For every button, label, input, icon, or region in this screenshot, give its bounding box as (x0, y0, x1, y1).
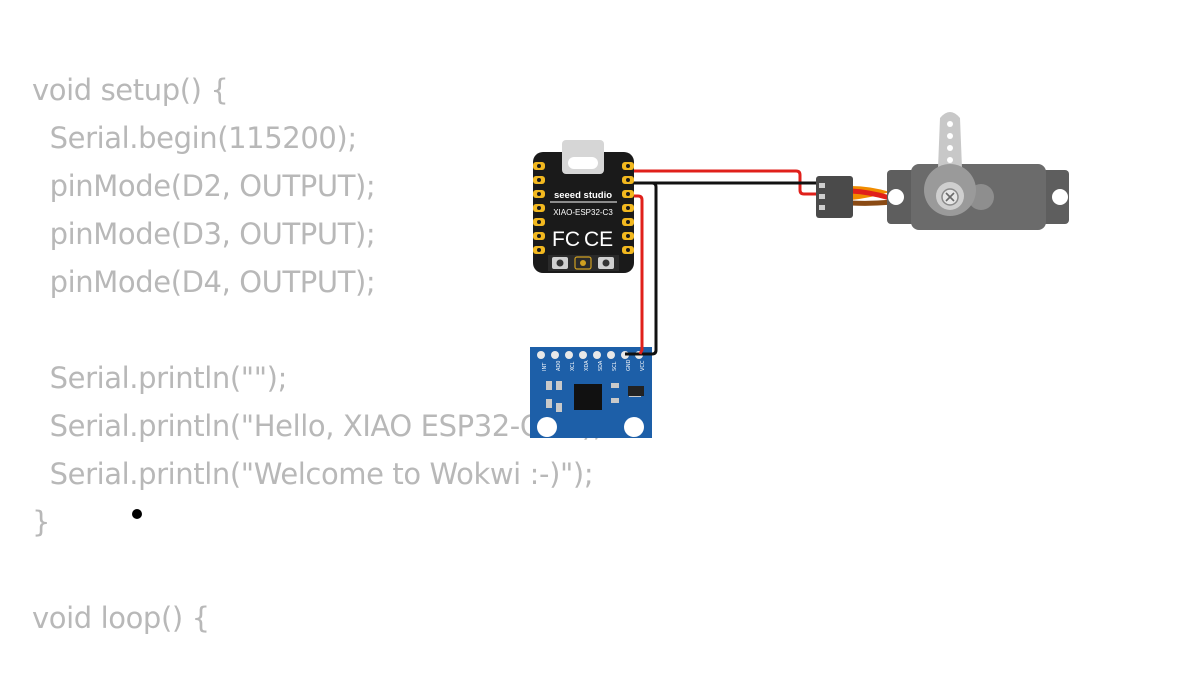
code-line: pinMode(D3, OUTPUT); (32, 217, 376, 251)
board-brand-label: seeed studio (554, 190, 612, 201)
sensor-pin-label: INT (542, 362, 548, 371)
sensor-pin-label: XCL (570, 361, 576, 371)
mouse-cursor-dot (132, 509, 142, 519)
servo-connector[interactable] (816, 176, 853, 218)
code-line: Serial.begin(115200); (32, 121, 357, 155)
ce-mark: CE (584, 228, 613, 251)
board-model-label: XIAO-ESP32-C3 (553, 208, 613, 217)
reset-button-cap (602, 259, 610, 267)
servo-screw-cross (945, 192, 955, 202)
pin-dots (537, 164, 630, 252)
circuit-canvas: INT AD0 XCL XDA SDA SCL GND VCC (530, 112, 1069, 438)
code-line: Serial.println(""); (32, 361, 288, 395)
boot-button-cap (556, 259, 564, 267)
code-line: Serial.println("Welcome to Wokwi :-)"); (32, 457, 594, 491)
servo-cable-brown (850, 199, 894, 206)
left-pads (533, 162, 545, 254)
servo-cable-red (850, 188, 891, 201)
power-wire-sensor[interactable] (627, 194, 644, 355)
code-line: } (32, 505, 51, 539)
code-line: void loop() { (32, 601, 210, 635)
servo-mount-hole (1052, 189, 1068, 205)
sensor-regulator (628, 386, 644, 396)
connector-pin (819, 205, 825, 210)
sensor-pin-label: XDA (584, 360, 590, 371)
mpu6050-sensor[interactable]: INT AD0 XCL XDA SDA SCL GND VCC (530, 347, 652, 438)
usb-c-port (568, 157, 598, 169)
code-editor[interactable]: void setup() { Serial.begin(115200); pin… (32, 66, 603, 676)
ground-wire-sensor[interactable] (625, 181, 658, 356)
code-line: void setup() { (32, 73, 229, 107)
board-label-area (548, 187, 619, 201)
servo-horn-holes (947, 121, 953, 163)
sensor-pin-label: AD0 (556, 361, 562, 371)
xiao-esp32c3-board[interactable]: seeed studio XIAO-ESP32-C3 FC CE (533, 140, 634, 273)
connector-pin (819, 183, 825, 188)
sensor-pin-label: SDA (598, 360, 604, 371)
sensor-pin-label: VCC (640, 360, 646, 371)
sensor-chip (574, 384, 602, 410)
servo-mount-hole (888, 189, 904, 205)
code-line: pinMode(D2, OUTPUT); (32, 169, 376, 203)
servo-motor[interactable] (816, 112, 1069, 230)
sensor-pin-labels: INT AD0 XCL XDA SDA SCL GND VCC (542, 359, 646, 371)
sensor-mount-hole (624, 417, 644, 437)
sensor-pin-label: SCL (612, 361, 618, 371)
sensor-mount-hole (537, 417, 557, 437)
fcc-mark: FC (552, 228, 580, 251)
sensor-pin-label: GND (626, 359, 632, 371)
board-body (533, 152, 634, 273)
antenna-pin (580, 260, 586, 266)
code-line: pinMode(D4, OUTPUT); (32, 265, 376, 299)
connector-pin (819, 194, 825, 199)
wires (625, 169, 818, 356)
